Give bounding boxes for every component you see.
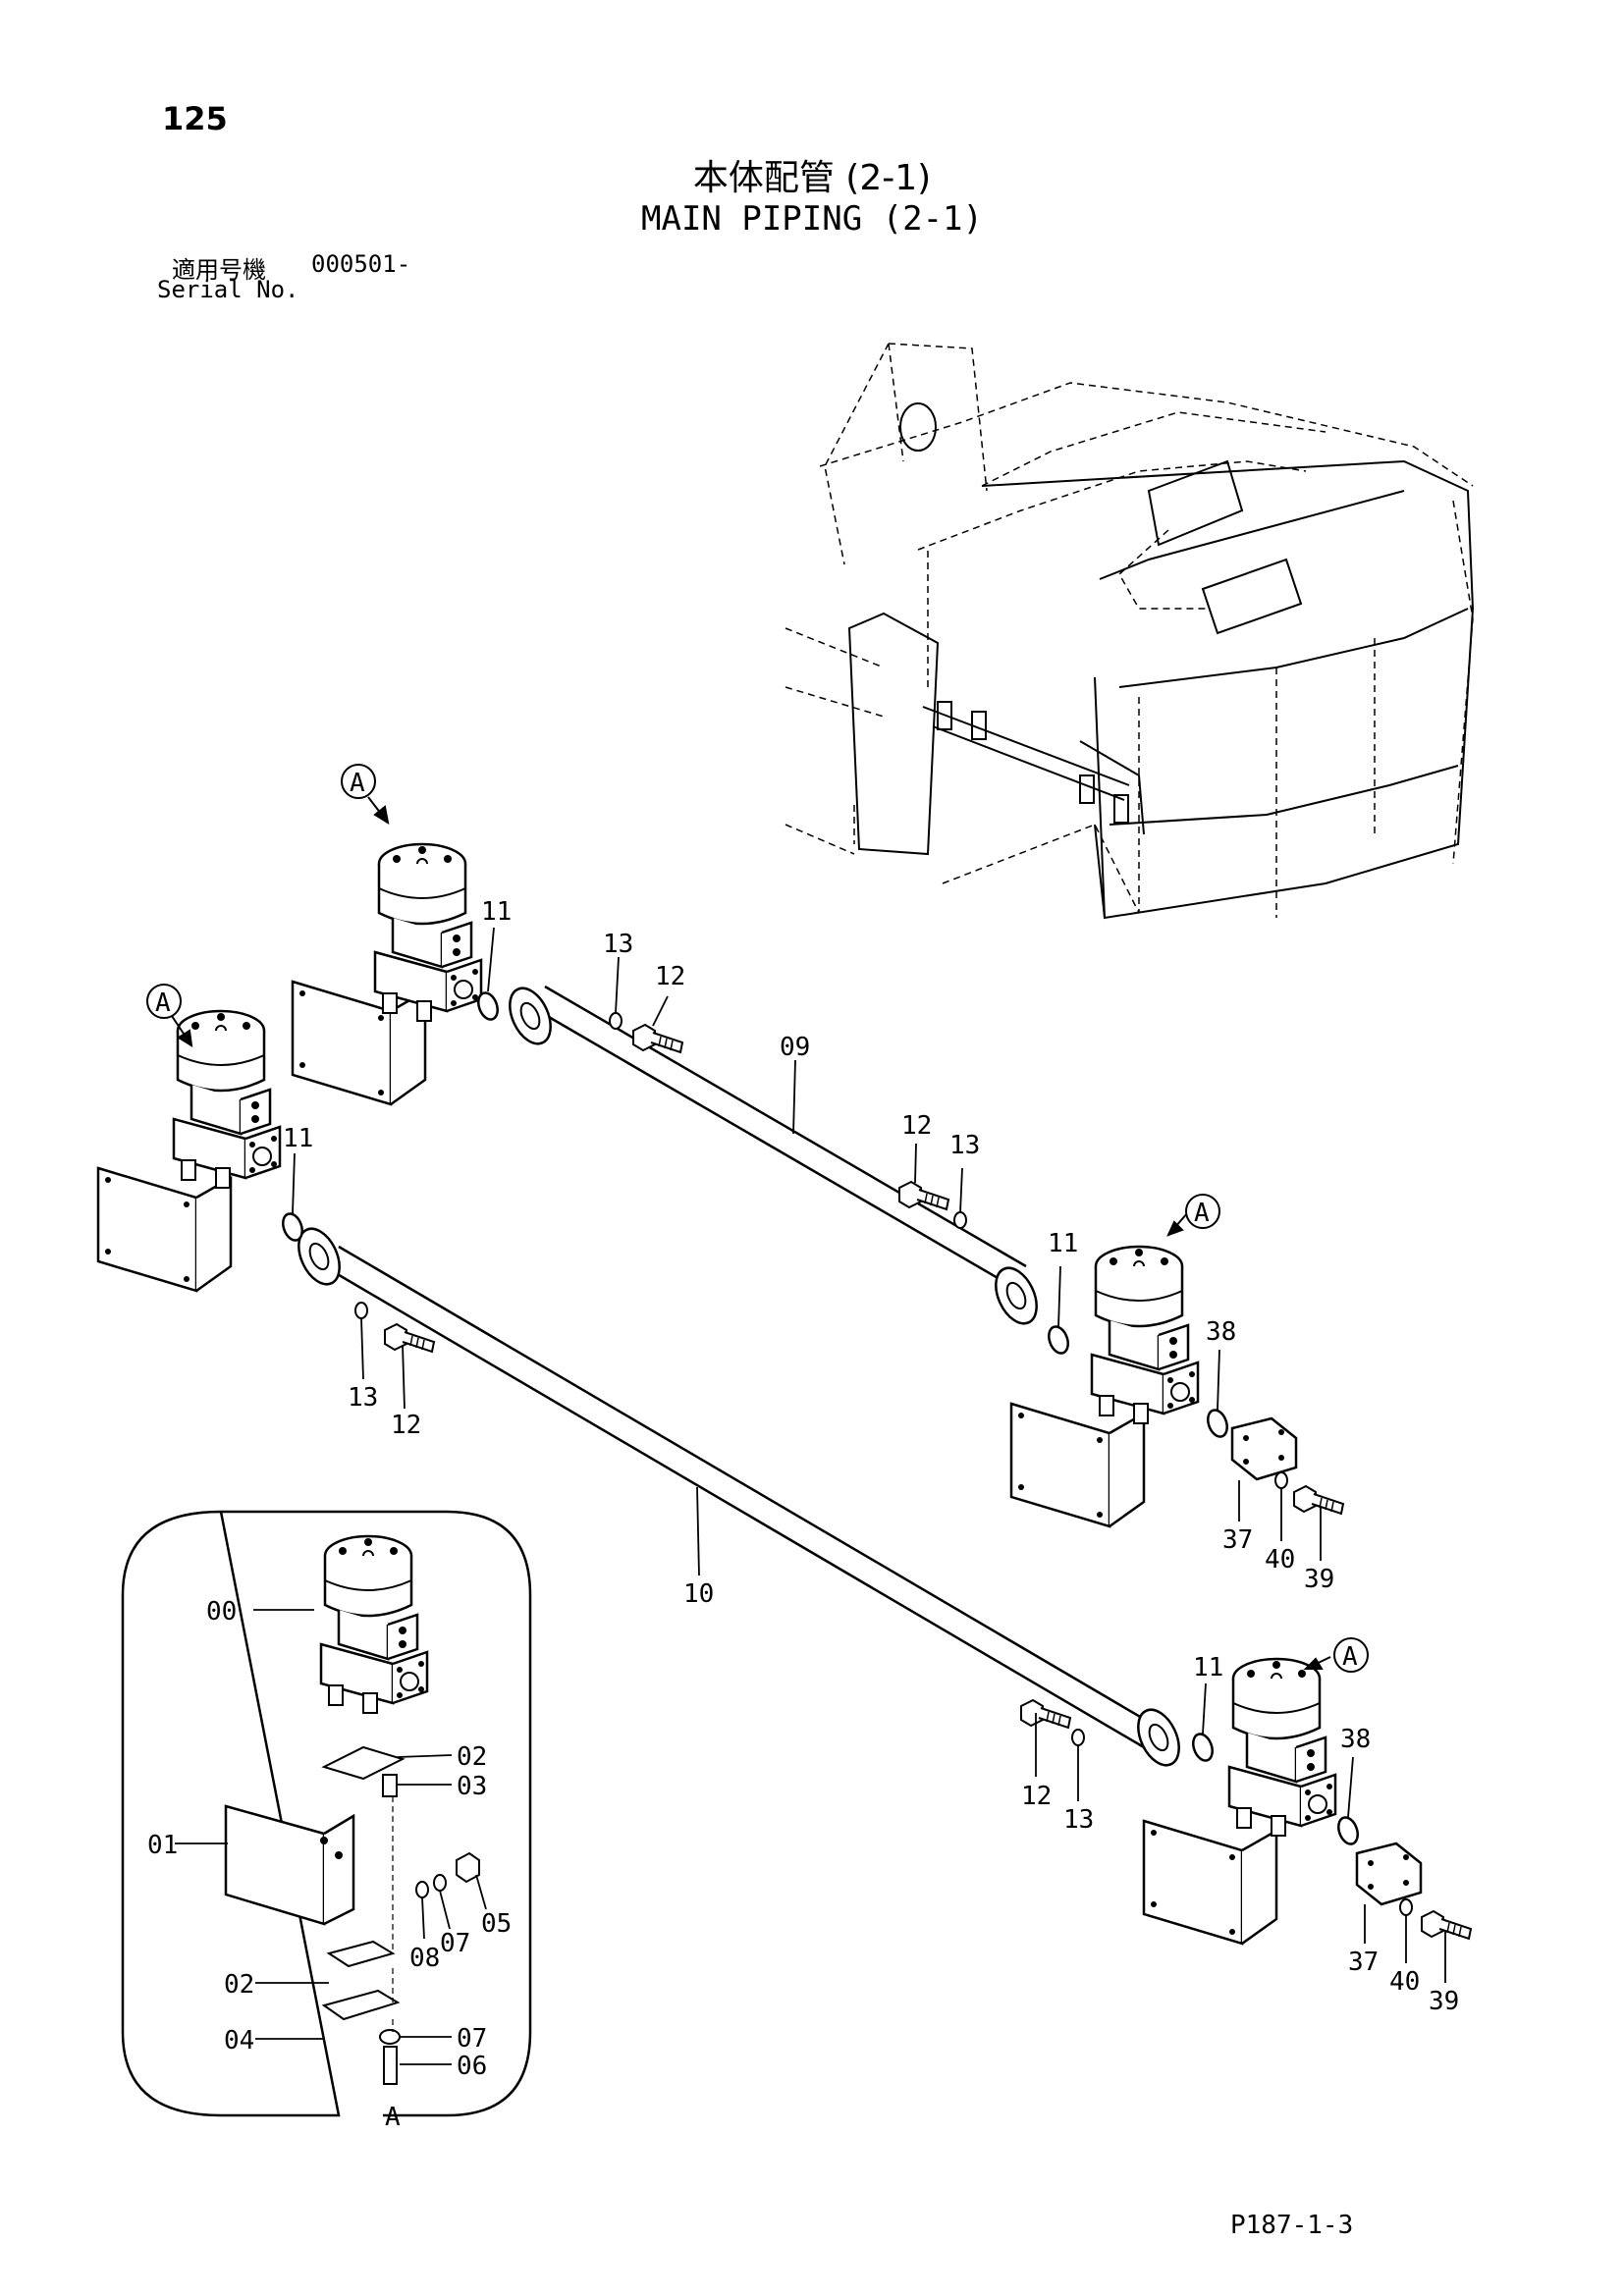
view-marker-a-1: A xyxy=(350,769,365,798)
callout-02-a: 02 xyxy=(457,1742,487,1772)
pipe-10 xyxy=(289,1220,1189,1774)
callout-40-a: 40 xyxy=(1265,1545,1295,1575)
swivel-joint-upper-left xyxy=(291,842,483,1106)
machine-body-solid xyxy=(847,402,1475,920)
view-marker-a-2: A xyxy=(155,988,171,1018)
page-title-en: MAIN PIPING (2-1) xyxy=(641,199,983,239)
callout-06: 06 xyxy=(457,2052,487,2081)
callout-13-b: 13 xyxy=(949,1131,980,1160)
serial-value: 000501- xyxy=(311,250,411,278)
callout-12-c: 12 xyxy=(391,1411,421,1440)
o-rings xyxy=(282,991,1359,1845)
view-a-arrows xyxy=(171,796,1331,1670)
callout-11-d: 11 xyxy=(1193,1653,1223,1682)
view-marker-a-4: A xyxy=(1342,1642,1358,1672)
callout-07-b: 07 xyxy=(457,2024,487,2054)
callout-39-a: 39 xyxy=(1304,1565,1334,1594)
callout-11-b: 11 xyxy=(283,1124,313,1153)
callout-01: 01 xyxy=(147,1831,178,1860)
machine-body-outline xyxy=(785,343,1474,918)
page-title-jp: 本体配管 (2-1) xyxy=(692,158,932,198)
callout-11-a: 11 xyxy=(481,897,512,927)
callout-12-d: 12 xyxy=(1021,1782,1052,1811)
serial-label-jp: 適用号機 xyxy=(172,256,266,284)
view-marker-circles xyxy=(146,764,1369,1673)
callout-12-a: 12 xyxy=(655,962,685,991)
callout-00: 00 xyxy=(206,1597,237,1627)
callout-03: 03 xyxy=(457,1772,487,1801)
callout-12-b: 12 xyxy=(901,1111,932,1141)
swivel-joint-left xyxy=(96,1009,282,1293)
callout-07-a: 07 xyxy=(440,1929,470,1958)
callout-13-d: 13 xyxy=(1063,1805,1094,1835)
callout-39-b: 39 xyxy=(1429,1987,1459,2016)
callout-13-a: 13 xyxy=(603,930,633,959)
leader-lines xyxy=(292,927,1446,1983)
serial-label-en: Serial No. xyxy=(157,276,299,303)
callout-10: 10 xyxy=(683,1579,714,1609)
detail-leader-lines xyxy=(175,1609,487,2065)
pipe-09 xyxy=(500,980,1047,1332)
callout-05: 05 xyxy=(481,1909,512,1939)
callout-09: 09 xyxy=(780,1033,810,1062)
detail-view-a-frame xyxy=(121,1510,532,2117)
page-number: 125 xyxy=(162,100,228,137)
callout-08: 08 xyxy=(409,1944,440,1973)
callout-37-a: 37 xyxy=(1222,1525,1253,1555)
callout-38-a: 38 xyxy=(1206,1317,1236,1347)
swivel-joint-right-middle xyxy=(1009,1245,1200,1528)
callout-04: 04 xyxy=(224,2026,254,2056)
callout-13-c: 13 xyxy=(348,1383,378,1413)
view-marker-a-3: A xyxy=(1194,1199,1210,1228)
inset-view-label: A xyxy=(385,2103,401,2132)
swivel-joint-lower-right xyxy=(1142,1657,1337,1946)
callout-38-b: 38 xyxy=(1340,1725,1371,1754)
callout-37-b: 37 xyxy=(1348,1948,1379,1977)
page-code: P187-1-3 xyxy=(1230,2211,1354,2240)
callout-11-c: 11 xyxy=(1048,1229,1078,1258)
callout-02-b: 02 xyxy=(224,1970,254,2000)
callout-40-b: 40 xyxy=(1389,1967,1420,1997)
